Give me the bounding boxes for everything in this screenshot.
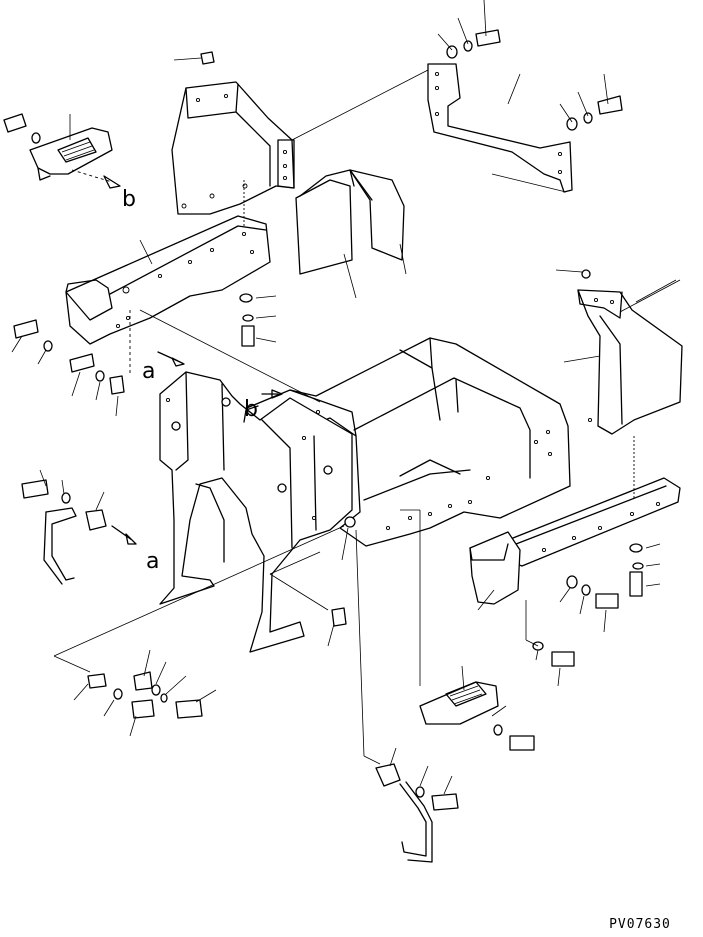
main-frame [241,337,571,547]
bolt-top-left [173,51,215,65]
tower-lower-bolts [327,516,356,647]
right-step-plate [419,665,535,751]
center-plates [295,169,407,299]
right-side-beam [469,436,681,611]
view-label-a-lower: a [146,549,159,574]
lower-left-clamp-group [73,649,217,737]
arrow-a-upper [157,351,185,367]
left-upper-bracket [171,81,295,215]
left-side-beam [65,180,271,345]
right-upper-bracket [555,269,683,435]
beam-fastener-stack [239,293,277,347]
arrow-b-mid [261,389,283,399]
left-bolt-set [11,310,131,417]
right-upper-plate [427,63,573,193]
arrow-a-lower [111,525,137,545]
bolt-set-top-right [437,0,623,131]
reference-lines [53,69,681,765]
lower-center-cushion-group [375,747,459,863]
view-label-b-mid: b [244,397,258,422]
front-tower [159,371,353,653]
left-step-plate [3,113,121,189]
view-label-b-top: b [122,187,136,212]
right-fastener-stack [532,543,661,687]
lower-left-fasteners [21,469,107,585]
figure-code: PV07630 [609,917,671,932]
view-label-a-left: a [142,359,155,384]
